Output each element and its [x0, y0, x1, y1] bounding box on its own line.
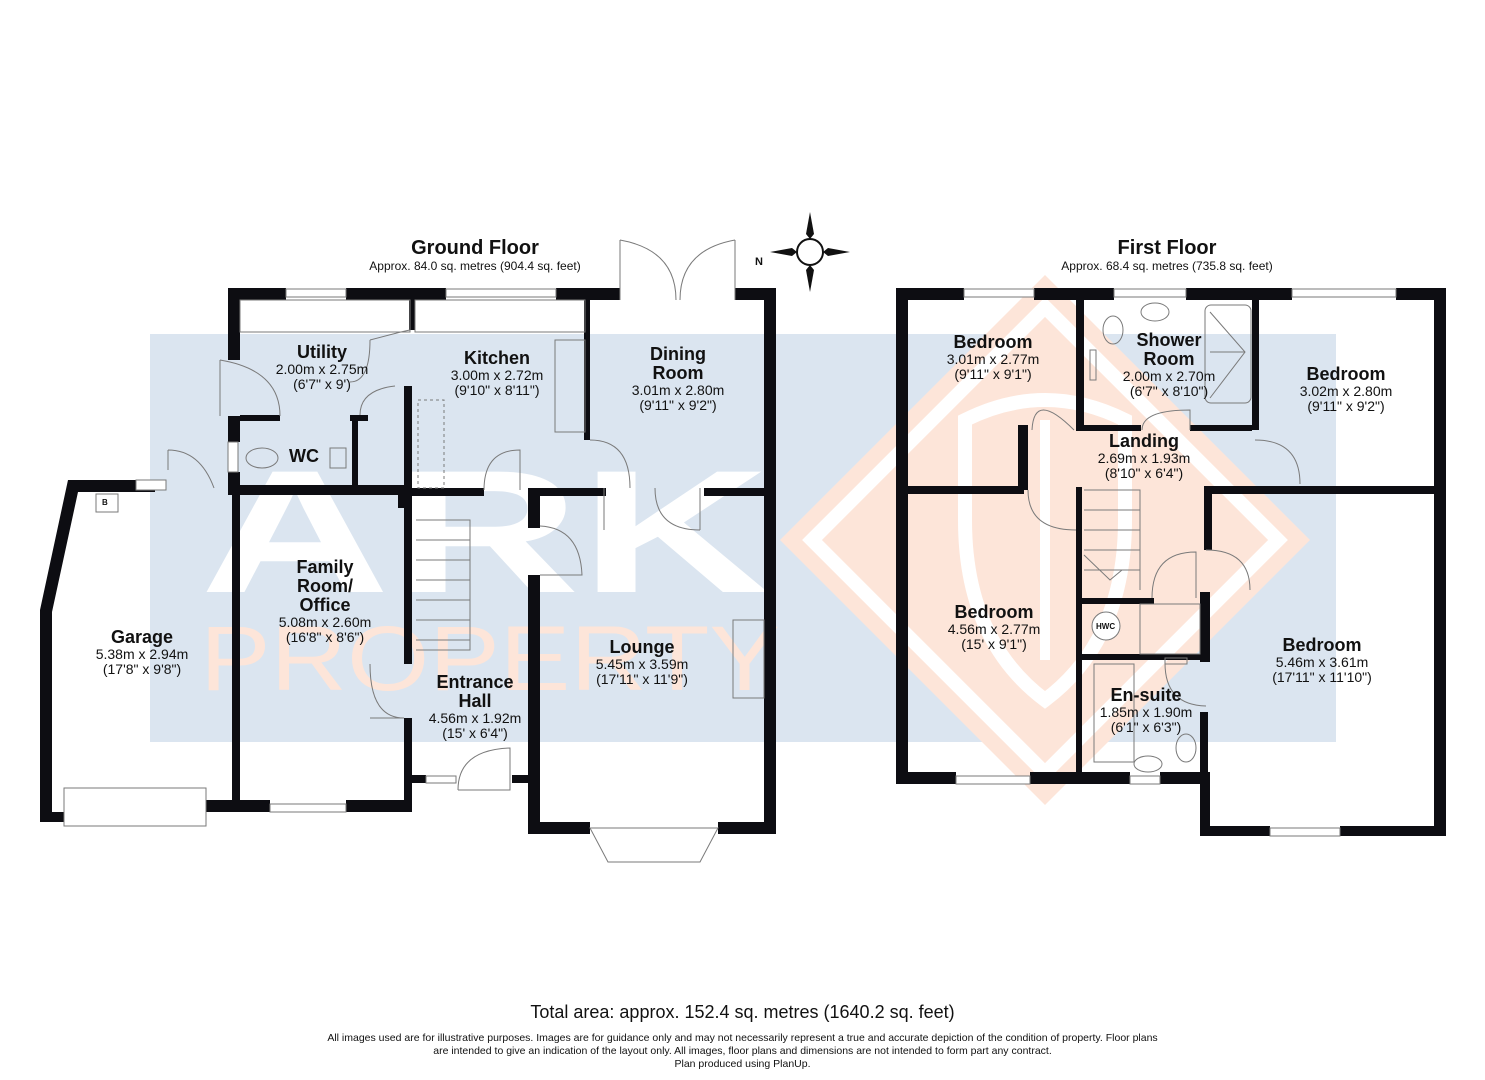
room-lounge: Lounge 5.45m x 3.59m (17'11" x 11'9") — [596, 638, 689, 687]
room-bedroom-3: Bedroom 4.56m x 2.77m (15' x 9'1") — [948, 603, 1041, 652]
room-metric: 3.01m x 2.77m — [946, 351, 1040, 367]
room-imperial: (17'8" x 9'8") — [102, 661, 182, 677]
room-metric: 1.85m x 1.90m — [1099, 704, 1193, 720]
room-name: Kitchen — [463, 348, 531, 368]
room-landing: Landing 2.69m x 1.93m (8'10" x 6'4") — [1098, 432, 1191, 481]
room-metric: 5.46m x 3.61m — [1275, 654, 1369, 670]
room-family-room-office: Family Room/ Office 5.08m x 2.60m (16'8"… — [279, 558, 372, 645]
room-bedroom-4: Bedroom 5.46m x 3.61m (17'11" x 11'10") — [1272, 636, 1372, 685]
room-name: Landing — [1108, 431, 1179, 451]
room-dining-room: Dining Room 3.01m x 2.80m (9'11" x 9'2") — [632, 345, 725, 413]
disclaimer-line-1: All images used are for illustrative pur… — [327, 1032, 1158, 1044]
first-floor-heading: First Floor Approx. 68.4 sq. metres (735… — [1032, 237, 1302, 273]
room-name: WC — [289, 446, 319, 466]
fixtures — [63, 239, 1397, 863]
room-metric: 2.00m x 2.75m — [275, 361, 369, 377]
ground-floor-heading: Ground Floor Approx. 84.0 sq. metres (90… — [340, 237, 610, 273]
room-imperial: (6'7" x 9') — [293, 376, 351, 392]
room-wc: WC — [289, 447, 319, 466]
walls — [40, 288, 1446, 836]
room-name: Garage — [110, 627, 174, 647]
ground-floor-area: Approx. 84.0 sq. metres (904.4 sq. feet) — [369, 259, 581, 273]
room-metric: 3.00m x 2.72m — [450, 367, 544, 383]
disclaimer: All images used are for illustrative pur… — [270, 1032, 1215, 1071]
room-entrance-hall: Entrance Hall 4.56m x 1.92m (15' x 6'4") — [429, 673, 522, 741]
room-name: Bedroom — [953, 332, 1033, 352]
room-en-suite: En-suite 1.85m x 1.90m (6'1" x 6'3") — [1100, 686, 1193, 735]
room-name: Dining — [649, 344, 706, 364]
room-imperial: (17'11" x 11'10") — [1272, 669, 1372, 685]
disclaimer-line-3: Plan produced using PlanUp. — [674, 1058, 811, 1070]
room-kitchen: Kitchen 3.00m x 2.72m (9'10" x 8'11") — [451, 349, 544, 398]
room-imperial: (16'8" x 8'6") — [285, 629, 365, 645]
total-area: Total area: approx. 152.4 sq. metres (16… — [530, 1002, 955, 1022]
room-imperial: (9'10" x 8'11") — [454, 382, 540, 398]
svg-text:PROPERTY: PROPERTY — [200, 608, 780, 710]
room-name: Room — [1143, 349, 1195, 369]
room-name: Shower — [1136, 330, 1202, 350]
room-name: Office — [299, 595, 351, 615]
room-shower-room: Shower Room 2.00m x 2.70m (6'7" x 8'10") — [1123, 331, 1216, 399]
room-bedroom-1: Bedroom 3.01m x 2.77m (9'11" x 9'1") — [947, 333, 1040, 382]
compass-north-label: N — [755, 256, 763, 268]
room-metric: 5.38m x 2.94m — [95, 646, 189, 662]
room-imperial: (17'11" x 11'9") — [596, 671, 688, 687]
room-imperial: (15' x 6'4") — [442, 725, 508, 741]
room-name: Bedroom — [954, 602, 1034, 622]
room-metric: 4.56m x 1.92m — [428, 710, 522, 726]
disclaimer-line-2: are intended to give an indication of th… — [433, 1045, 1052, 1057]
room-name: Room/ — [296, 576, 353, 596]
room-metric: 5.45m x 3.59m — [595, 656, 689, 672]
room-metric: 5.08m x 2.60m — [278, 614, 372, 630]
ground-floor-title: Ground Floor — [411, 237, 539, 259]
room-imperial: (6'1" x 6'3") — [1110, 719, 1182, 735]
compass-rose-icon — [770, 212, 850, 292]
room-imperial: (6'7" x 8'10") — [1129, 383, 1209, 399]
room-garage: Garage 5.38m x 2.94m (17'8" x 9'8") — [96, 628, 189, 677]
room-metric: 2.00m x 2.70m — [1122, 368, 1216, 384]
room-name: Bedroom — [1282, 635, 1362, 655]
room-imperial: (9'11" x 9'1") — [954, 366, 1032, 382]
room-name: Lounge — [609, 637, 675, 657]
first-floor-area: Approx. 68.4 sq. metres (735.8 sq. feet) — [1061, 259, 1273, 273]
room-name: Family — [296, 557, 354, 577]
room-name: Hall — [458, 691, 492, 711]
hwc-label: HWC — [1096, 622, 1116, 631]
watermark: ARK PROPERTY — [150, 275, 1336, 805]
room-name: Room — [652, 363, 704, 383]
boiler-label: B — [102, 498, 108, 507]
room-name: Bedroom — [1306, 364, 1386, 384]
room-imperial: (8'10" x 6'4") — [1104, 465, 1184, 481]
room-name: Entrance — [436, 672, 514, 692]
room-metric: 4.56m x 2.77m — [947, 621, 1041, 637]
room-metric: 3.02m x 2.80m — [1299, 383, 1393, 399]
room-name: Utility — [296, 342, 348, 362]
room-bedroom-2: Bedroom 3.02m x 2.80m (9'11" x 9'2") — [1300, 365, 1393, 414]
room-imperial: (15' x 9'1") — [961, 636, 1027, 652]
room-name: En-suite — [1110, 685, 1182, 705]
svg-text:ARK: ARK — [200, 435, 770, 630]
room-imperial: (9'11" x 9'2") — [1307, 398, 1385, 414]
room-utility: Utility 2.00m x 2.75m (6'7" x 9') — [276, 343, 369, 392]
room-metric: 2.69m x 1.93m — [1097, 450, 1191, 466]
room-metric: 3.01m x 2.80m — [631, 382, 725, 398]
room-imperial: (9'11" x 9'2") — [639, 397, 717, 413]
first-floor-title: First Floor — [1117, 237, 1217, 259]
